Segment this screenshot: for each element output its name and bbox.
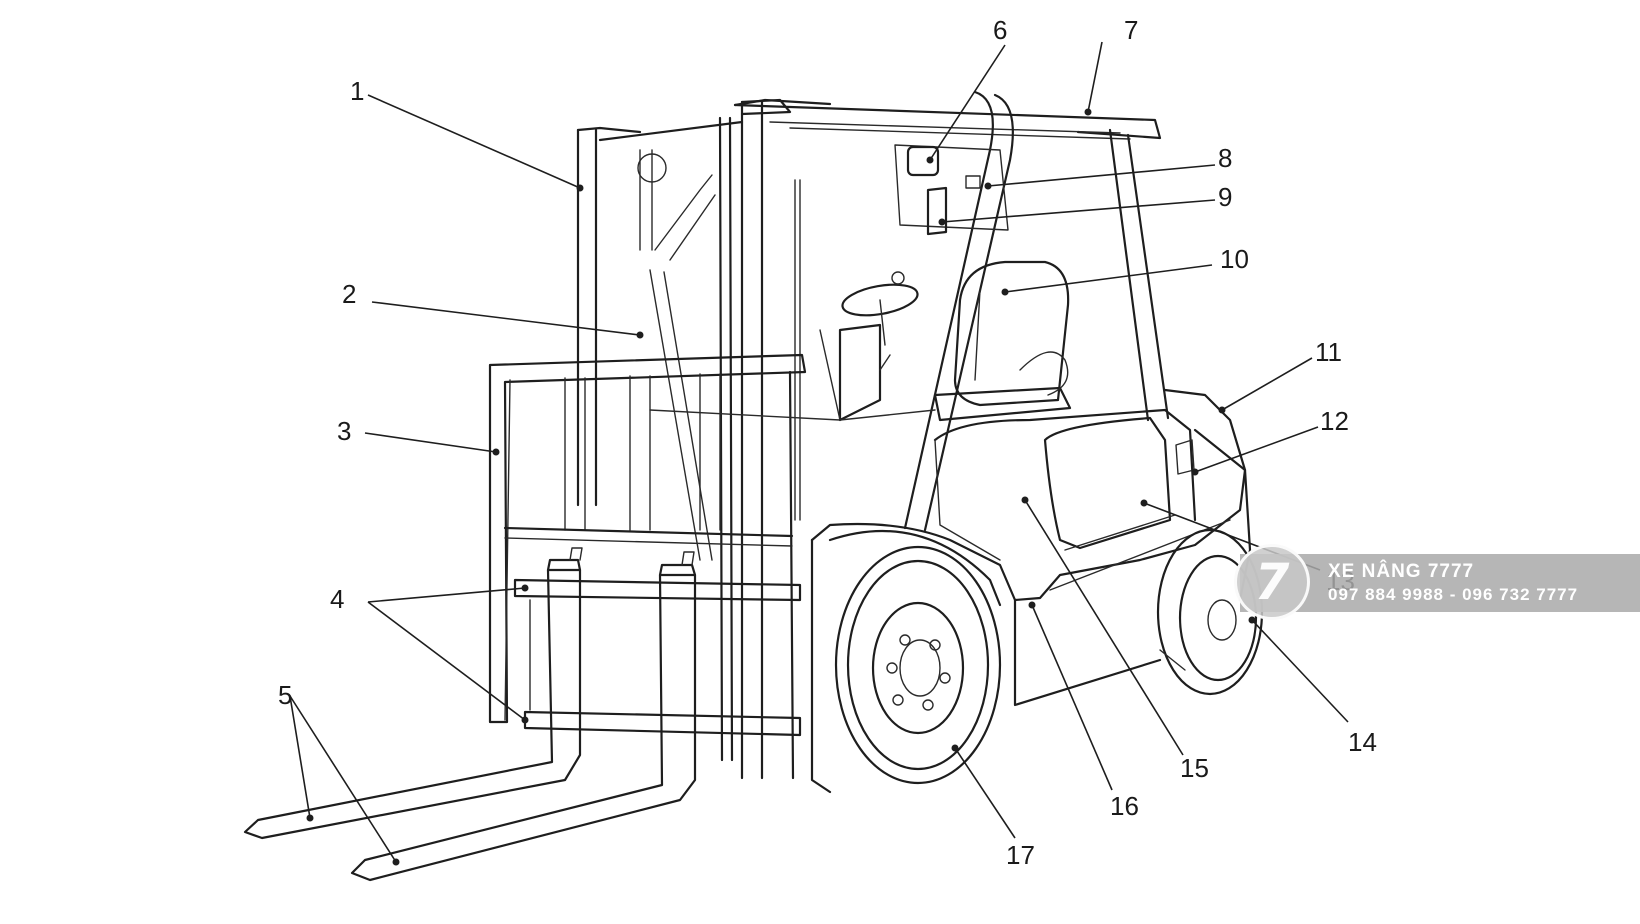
callout-10: 10 — [1220, 244, 1249, 274]
leader-lines — [289, 41, 1349, 863]
anchor-dots — [306, 108, 1256, 866]
watermark-phone: 097 884 9988 - 096 732 7777 — [1328, 585, 1579, 604]
callout-6: 6 — [993, 15, 1007, 45]
callout-11: 11 — [1315, 337, 1342, 367]
watermark-logo-icon: 7 — [1234, 544, 1310, 620]
callout-3: 3 — [337, 416, 351, 446]
callout-7: 7 — [1124, 15, 1138, 45]
callout-5: 5 — [278, 680, 292, 710]
callout-14: 14 — [1348, 727, 1377, 757]
callout-1: 1 — [350, 76, 364, 106]
callout-12: 12 — [1320, 406, 1349, 436]
callout-2: 2 — [342, 279, 356, 309]
callout-17: 17 — [1006, 840, 1035, 870]
watermark-company-name: XE NÂNG 7777 — [1328, 561, 1475, 582]
watermark-logo-glyph: 7 — [1254, 553, 1290, 611]
callout-8: 8 — [1218, 143, 1232, 173]
callout-4: 4 — [330, 584, 344, 614]
callout-16: 16 — [1110, 791, 1139, 821]
callout-15: 15 — [1180, 753, 1209, 783]
callout-9: 9 — [1218, 182, 1232, 212]
